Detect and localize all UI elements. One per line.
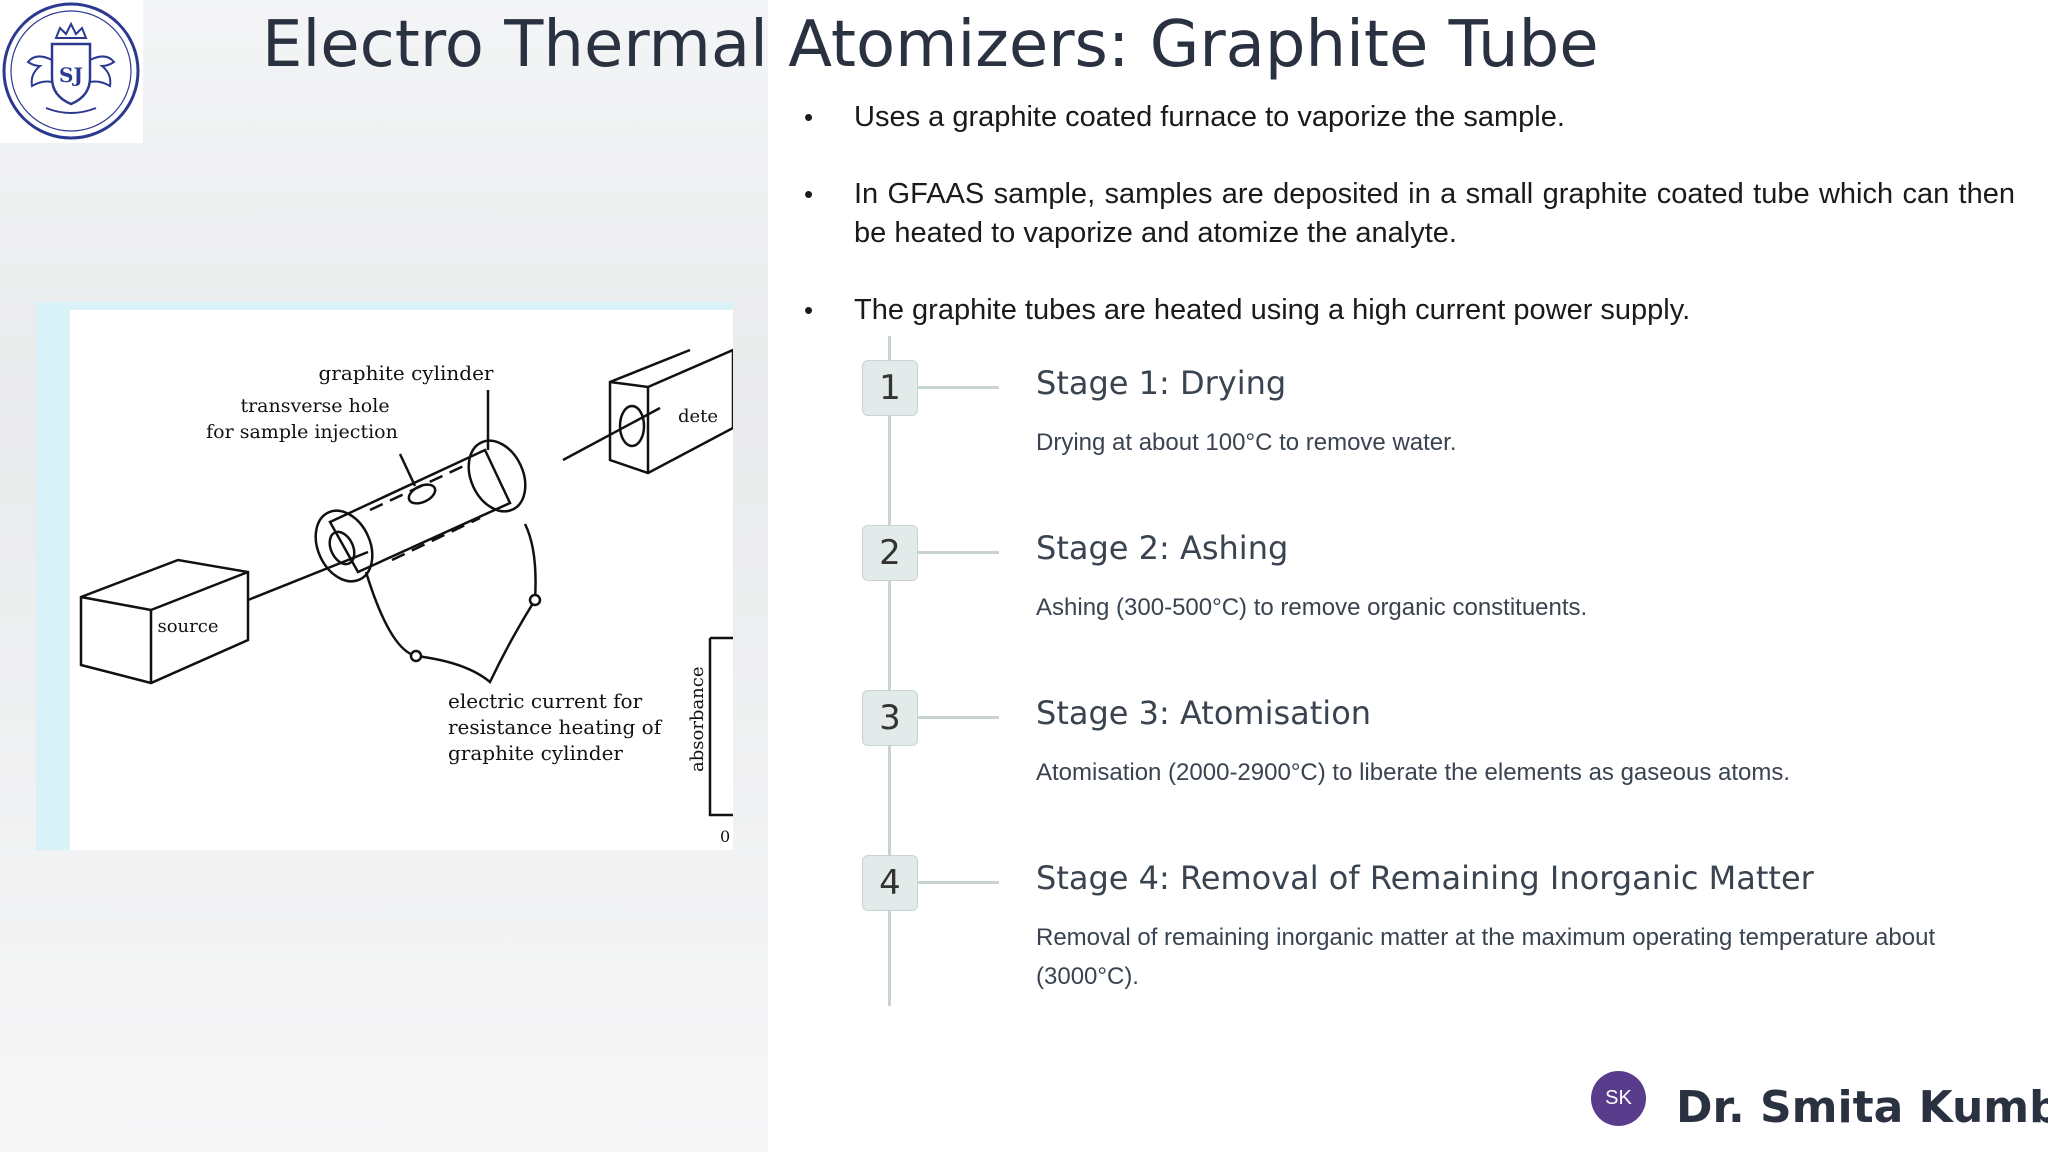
slide-title: Electro Thermal Atomizers: Graphite Tube [262,8,1599,82]
stage-description: Removal of remaining inorganic matter at… [1036,924,1936,990]
stage-connector [917,551,999,554]
atomizer-schematic: graphite cylinder transverse hole for sa… [79,348,735,846]
stage-number-badge: 4 [862,855,918,911]
stage-number-badge: 2 [862,525,918,581]
logo-monogram: SJ [59,63,83,87]
cylinder-right-end [467,439,527,513]
crest-icon: SJ [2,2,140,140]
stage-number-badge: 3 [862,690,918,746]
bullet-list: Uses a graphite coated furnace to vapori… [800,98,2015,368]
graphite-cylinder-body [328,448,512,574]
optical-path-left [247,550,369,602]
stage-connector [917,716,999,719]
stage-description: Drying at about 100°C to remove water. [1036,429,1457,456]
bullet-item: In GFAAS sample, samples are deposited i… [800,175,2015,253]
label-absorbance: absorbance [687,666,708,772]
source-box-edges [80,570,249,683]
stage-title: Stage 2: Ashing [1036,529,1289,567]
stage-title: Stage 3: Atomisation [1036,694,1372,732]
stage-connector [917,386,999,389]
stage-number-badge: 1 [862,360,918,416]
graphite-furnace-diagram: graphite cylinder transverse hole for sa… [36,302,735,850]
stage-description: Ashing (300-500°C) to remove organic con… [1036,594,1588,621]
cylinder-left-end [314,509,374,583]
stage-title: Stage 1: Drying [1036,364,1287,402]
bullet-item: The graphite tubes are heated using a hi… [800,291,2015,330]
author-avatar: SK [1591,1071,1646,1126]
label-electric-current-3: graphite cylinder [448,741,623,765]
absorbance-axis [708,636,733,817]
stage-connector [917,881,999,884]
label-detector: dete [678,406,718,427]
detector-window [618,404,646,448]
label-transverse-hole: transverse hole [240,395,389,417]
label-electric-current-2: resistance heating of [448,715,663,739]
stage-description: Atomisation (2000-2900°C) to liberate th… [1036,759,1791,786]
source-box-outline [79,558,250,685]
institution-logo: SJ [0,0,143,143]
author-name: Dr. Smita Kumbha [1676,1082,2048,1133]
injection-hole [407,483,437,505]
label-source: source [157,616,218,637]
diagram-canvas: graphite cylinder transverse hole for sa… [70,310,735,850]
bullet-item: Uses a graphite coated furnace to vapori… [800,98,2015,137]
label-zero: 0 [720,827,730,846]
label-graphite-cylinder: graphite cylinder [319,361,494,385]
label-electric-current-1: electric current for [448,689,643,713]
optical-path-right [562,406,661,462]
label-sample-injection: for sample injection [206,421,398,443]
stage-title: Stage 4: Removal of Remaining Inorganic … [1036,859,1814,897]
timeline-line [888,336,891,1006]
